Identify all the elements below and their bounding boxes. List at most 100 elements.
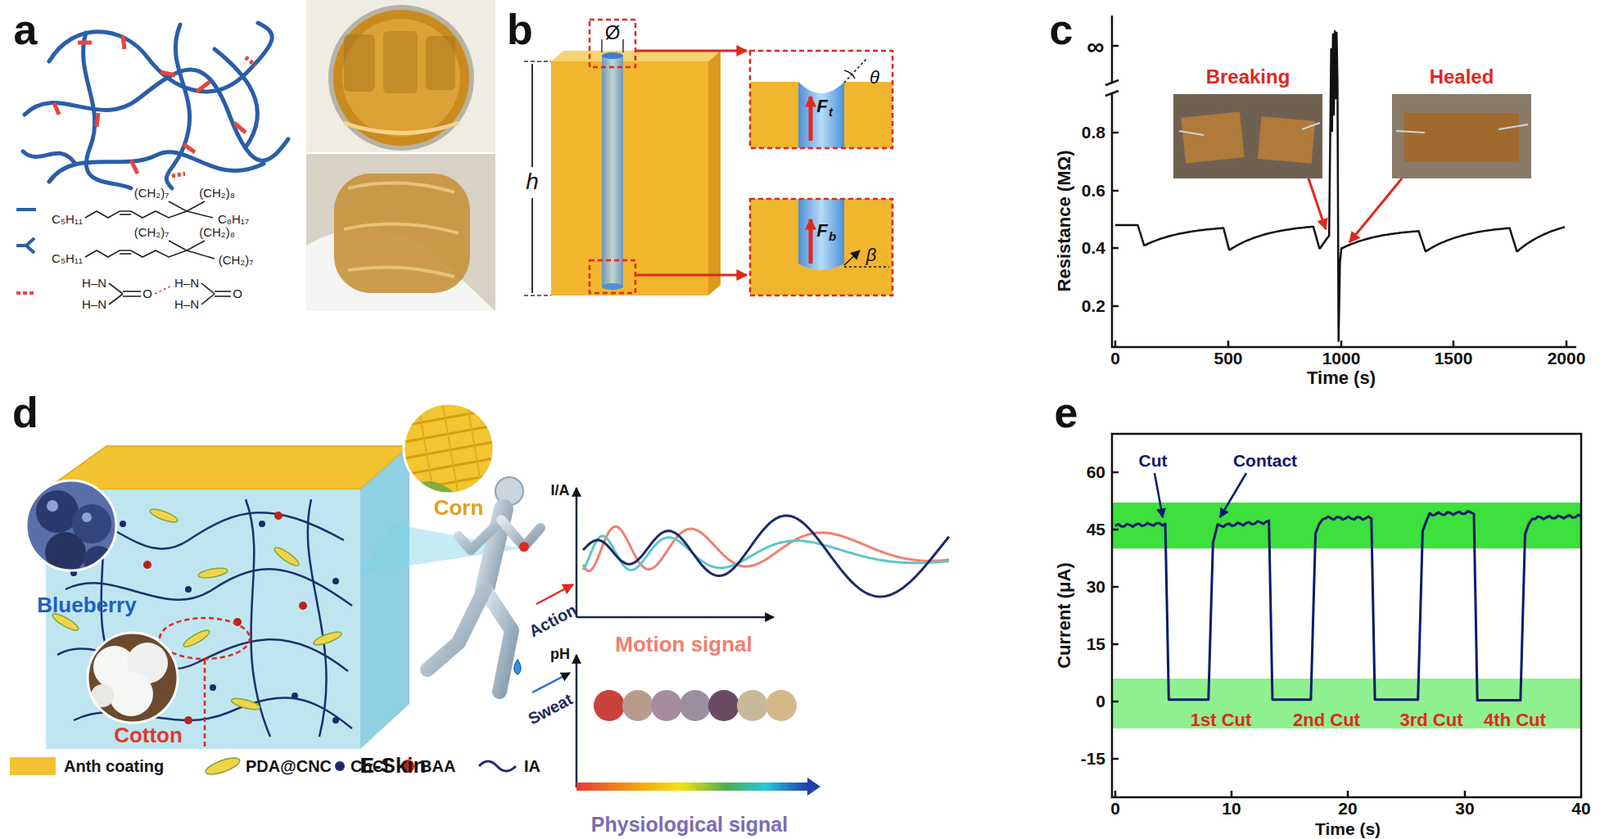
blueberry-photo — [46, 500, 59, 512]
polymer-network — [22, 151, 76, 164]
chem-label: H–N — [81, 276, 107, 291]
e-skin-slab — [230, 696, 261, 713]
chem-structure — [85, 211, 187, 218]
axis-frame — [1111, 528, 1119, 532]
event-label: Cut — [1138, 451, 1168, 471]
axis-frame — [1111, 433, 1582, 798]
capillary-block — [524, 19, 747, 296]
axis-frame — [1114, 790, 1117, 798]
photo-breaking — [1180, 111, 1244, 163]
e-skin-slab — [185, 586, 192, 593]
capillary-block — [601, 283, 624, 290]
photo-healed — [1396, 131, 1425, 133]
meniscus-inset — [750, 50, 893, 149]
legend-label: IA — [524, 757, 541, 776]
axis-tick: 0.2 — [1081, 296, 1106, 316]
e-skin-slab — [45, 489, 361, 750]
axis-frame — [1346, 790, 1350, 798]
source-label: Blueberry — [36, 593, 136, 618]
photo-breaking — [1173, 94, 1323, 179]
e-skin-slab — [181, 628, 212, 651]
axis-frame — [1111, 247, 1119, 250]
polymer-network — [22, 22, 289, 189]
force-label: F — [816, 96, 828, 117]
ph-color-scale — [679, 690, 711, 722]
capillary-block — [551, 61, 709, 296]
axis-title: pH — [550, 646, 570, 664]
axis-tick: 0.8 — [1081, 122, 1106, 142]
signal-axes — [532, 673, 570, 693]
photo-rolled-film — [306, 153, 496, 312]
chem-label: C₅H₁₁ — [51, 212, 83, 227]
capillary-block — [524, 294, 552, 297]
chem-label: O — [142, 287, 153, 302]
cotton-photo — [85, 631, 181, 726]
chem-structure — [168, 201, 187, 212]
arrow-label: Action — [525, 601, 579, 642]
legend-swatch — [9, 757, 56, 776]
photo-petri-dish — [306, 0, 496, 153]
capillary-block — [635, 274, 747, 277]
chem-label: (CH₂)₇ — [134, 186, 170, 201]
inset-caption: Healed — [1429, 66, 1495, 88]
force-subscript: b — [828, 230, 837, 245]
photo-petri-dish — [343, 122, 459, 134]
chem-structure — [85, 201, 231, 305]
force-label: F — [816, 221, 828, 241]
legend-symbol — [479, 761, 516, 772]
photo-petri-dish — [306, 0, 496, 153]
e-skin-slab — [271, 545, 301, 570]
signal-axes — [514, 659, 521, 675]
resistance-trace — [1115, 31, 1565, 341]
axis-tick: 1500 — [1434, 348, 1474, 368]
hydrogen-bond — [131, 160, 138, 174]
photo-healed — [1392, 94, 1532, 179]
motion-waves — [583, 515, 950, 597]
legend-label: PDA@CNC — [245, 757, 332, 776]
pointer-arrow — [1220, 473, 1247, 518]
meniscus-inset — [798, 81, 845, 149]
ph-color-scale — [807, 777, 821, 796]
meniscus-inset — [750, 81, 893, 149]
e-skin-slab — [291, 692, 299, 700]
ph-color-scale — [765, 690, 797, 722]
legend-label: ChCl — [350, 757, 389, 776]
legend-symbol — [334, 761, 345, 772]
capillary-block — [531, 198, 534, 294]
photo-breaking — [1257, 116, 1316, 164]
chem-label: (CH₂)₇ — [134, 225, 170, 240]
axis-frame — [1111, 758, 1119, 761]
axis-frame — [1105, 80, 1119, 86]
axis-frame — [1464, 790, 1467, 798]
e-skin-slab — [298, 601, 308, 611]
panel-letter: e — [1054, 389, 1079, 437]
event-label: 1st Cut — [1190, 710, 1252, 731]
chem-structure — [201, 293, 215, 305]
signal-label: Physiological signal — [591, 813, 788, 837]
bottom-inset — [750, 198, 893, 296]
cotton-photo — [87, 632, 178, 724]
arrow-label: Sweat — [524, 690, 575, 729]
e-skin-slab — [332, 717, 339, 724]
chem-structure — [186, 211, 213, 218]
axis-frame — [1111, 189, 1119, 193]
capillary-block — [589, 260, 636, 294]
chem-structure — [108, 283, 123, 294]
ph-color-scale — [736, 690, 769, 722]
dimension-label: h — [525, 169, 539, 195]
photo-petri-dish — [330, 7, 472, 149]
blueberry-photo — [24, 479, 119, 574]
hydrogen-bond — [183, 144, 195, 153]
axis-tick: 0 — [1110, 348, 1121, 368]
e-skin-slab — [119, 520, 127, 528]
axis-frame — [1111, 45, 1119, 48]
signal-axes — [514, 488, 774, 788]
cotton-photo — [90, 684, 114, 708]
chem-label: (CH₂)₈ — [198, 186, 236, 201]
e-skin-slab — [209, 684, 217, 692]
runner-figure — [427, 589, 485, 670]
legend-symbol — [203, 754, 242, 778]
meniscus-inset — [844, 70, 855, 79]
chem-symbol — [16, 238, 35, 254]
capillary-block — [708, 50, 721, 296]
